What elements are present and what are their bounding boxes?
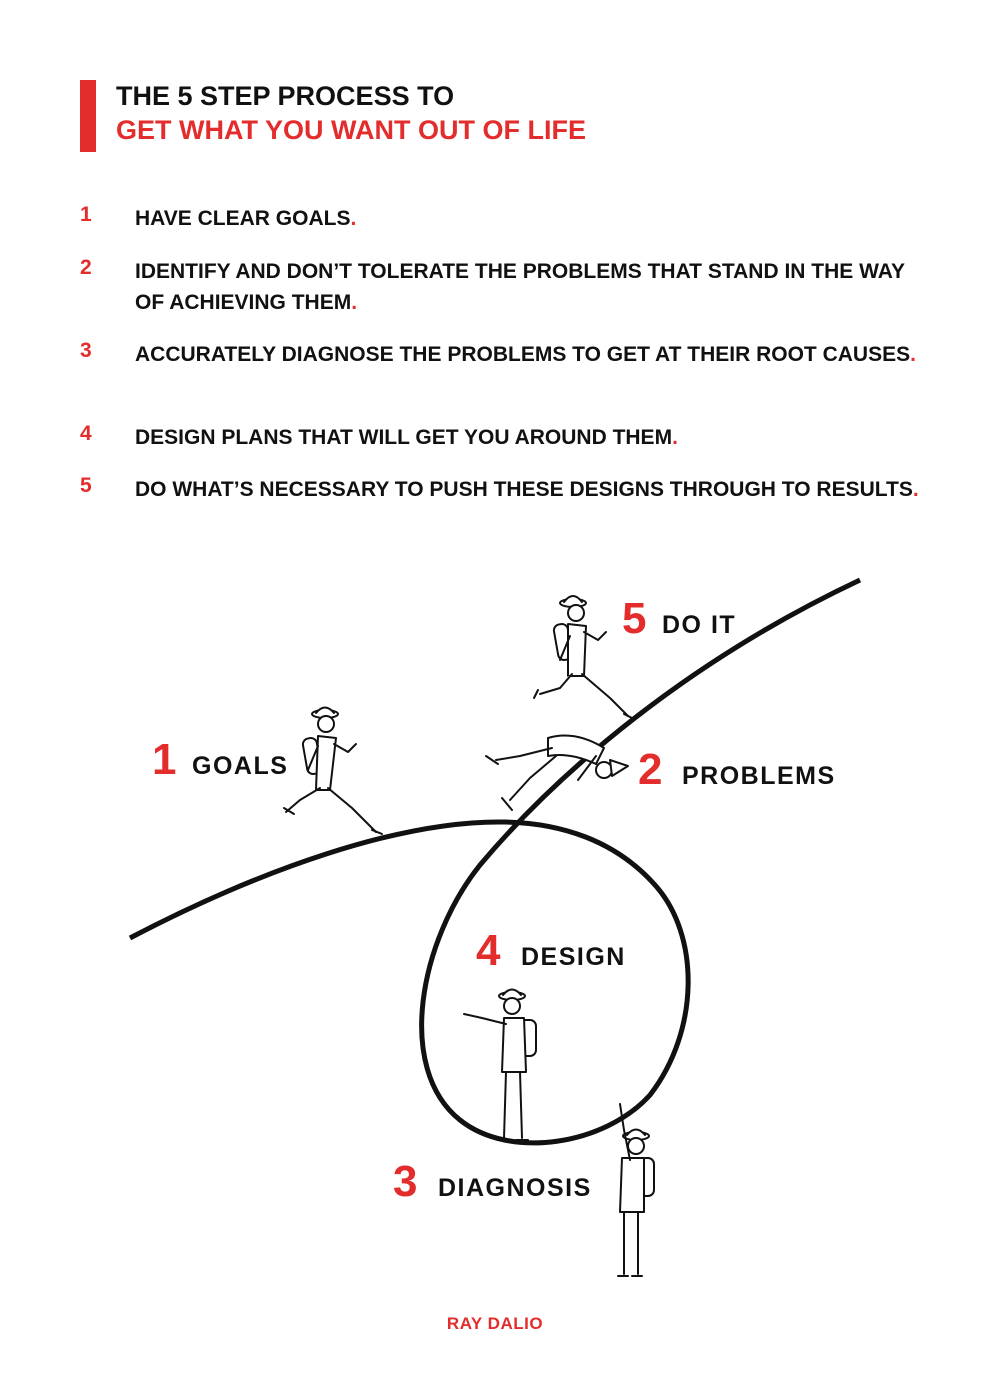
diagram-label-do-it-number: 5 bbox=[622, 594, 646, 643]
step-text: DO WHAT’S NECESSARY TO PUSH THESE DESIGN… bbox=[135, 478, 913, 501]
step-period: . bbox=[910, 343, 916, 366]
diagram-label-do-it-word: DO IT bbox=[662, 611, 736, 639]
diagram-label-diagnosis-word: DIAGNOSIS bbox=[438, 1174, 592, 1202]
step-text: DESIGN PLANS THAT WILL GET YOU AROUND TH… bbox=[135, 426, 673, 449]
step-number: 4 bbox=[80, 422, 92, 445]
stumbling-figure-problems bbox=[485, 734, 629, 811]
step-text: ACCURATELY DIAGNOSE THE PROBLEMS TO GET … bbox=[135, 343, 911, 366]
step-number: 3 bbox=[80, 339, 92, 362]
runner-figure-goals bbox=[283, 706, 383, 835]
step-number: 2 bbox=[80, 256, 92, 279]
diagram-label-design-number: 4 bbox=[476, 926, 501, 975]
step-text-wrap: HAVE CLEAR GOALS. bbox=[135, 203, 925, 234]
author-credit: RAY DALIO bbox=[446, 1314, 544, 1333]
diagram-label-design-word: DESIGN bbox=[521, 943, 626, 971]
title-accent-bar bbox=[80, 80, 96, 152]
diagram-label-problems-word: PROBLEMS bbox=[682, 762, 836, 790]
step-period: . bbox=[912, 478, 919, 501]
step-text-wrap: ACCURATELY DIAGNOSE THE PROBLEMS TO GET … bbox=[135, 339, 925, 370]
pointing-figure-design bbox=[463, 988, 537, 1141]
step-period: . bbox=[350, 207, 357, 230]
step-number: 5 bbox=[80, 474, 92, 497]
step-text: IDENTIFY AND DON’T TOLERATE THE PROBLEMS… bbox=[135, 260, 905, 314]
page-title-line1: THE 5 STEP PROCESS TO bbox=[116, 81, 455, 111]
diagram-label-problems-number: 2 bbox=[638, 745, 662, 794]
step-text-wrap: DO WHAT’S NECESSARY TO PUSH THESE DESIGN… bbox=[135, 474, 925, 505]
process-path-curve bbox=[128, 577, 862, 1146]
reaching-figure-diagnosis bbox=[617, 1103, 655, 1277]
step-period: . bbox=[672, 426, 678, 449]
diagram-label-diagnosis-number: 3 bbox=[393, 1157, 417, 1206]
step-text: HAVE CLEAR GOALS bbox=[135, 207, 351, 230]
step-text-wrap: IDENTIFY AND DON’T TOLERATE THE PROBLEMS… bbox=[135, 256, 925, 318]
diagram-label-goals-number: 1 bbox=[152, 735, 176, 784]
step-number: 1 bbox=[80, 203, 92, 226]
step-period: . bbox=[351, 291, 358, 314]
page-title-line2: GET WHAT YOU WANT OUT OF LIFE bbox=[116, 115, 586, 145]
diagram-label-goals-word: GOALS bbox=[192, 752, 288, 780]
step-text-wrap: DESIGN PLANS THAT WILL GET YOU AROUND TH… bbox=[135, 422, 925, 453]
runner-figure-do-it bbox=[533, 595, 633, 719]
